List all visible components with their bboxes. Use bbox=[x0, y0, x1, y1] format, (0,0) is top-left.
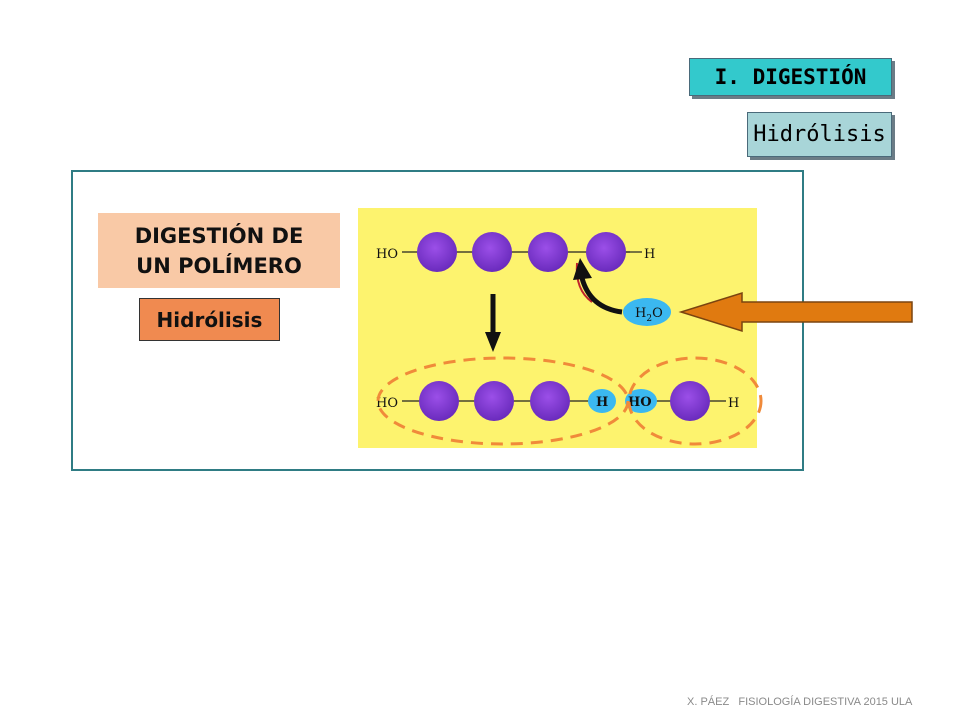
title-line-2: UN POLÍMERO bbox=[136, 254, 302, 278]
hydrogen-group bbox=[588, 389, 616, 413]
monomer bbox=[586, 232, 626, 272]
monomer bbox=[670, 381, 710, 421]
process-label-box: Hidrólisis bbox=[139, 298, 280, 341]
pointer-arrow bbox=[678, 291, 913, 333]
section-tag-digestion: I. DIGESTIÓN bbox=[689, 58, 892, 96]
bottom-chain-right-end: H bbox=[728, 396, 739, 411]
fragment-end-label: H bbox=[596, 395, 608, 410]
title-line-1: DIGESTIÓN DE bbox=[134, 224, 304, 248]
monomer bbox=[417, 232, 457, 272]
water-label: H2O bbox=[635, 306, 663, 324]
left-fragment-outline bbox=[376, 356, 630, 446]
process-label: Hidrólisis bbox=[156, 307, 263, 332]
bottom-chain-left-end: HO bbox=[376, 396, 398, 411]
water-attack-arrowhead bbox=[573, 258, 592, 280]
bond-cleavage-mark bbox=[575, 262, 593, 303]
section-tag-label: I. DIGESTIÓN bbox=[714, 65, 867, 89]
monomer bbox=[474, 381, 514, 421]
water-molecule bbox=[623, 298, 671, 326]
polymer-digestion-title: DIGESTIÓN DE UN POLÍMERO bbox=[98, 213, 340, 288]
top-chain-left-end: HO bbox=[376, 247, 398, 262]
fragment-start-label: HO bbox=[628, 395, 652, 410]
subsection-tag-label: Hidrólisis bbox=[753, 122, 886, 147]
water-attack-arrow bbox=[579, 277, 623, 315]
monomer bbox=[528, 232, 568, 272]
monomer bbox=[530, 381, 570, 421]
section-tag-hidrolisis: Hidrólisis bbox=[747, 112, 892, 157]
monomer bbox=[472, 232, 512, 272]
right-fragment-outline bbox=[627, 356, 763, 446]
footer-credit: X. PÁEZ FISIOLOGÍA DIGESTIVA 2015 ULA bbox=[687, 696, 913, 708]
top-chain-right-end: H bbox=[644, 247, 655, 262]
hydroxyl-group bbox=[625, 389, 657, 413]
reaction-arrow-head bbox=[485, 332, 501, 352]
monomer bbox=[419, 381, 459, 421]
